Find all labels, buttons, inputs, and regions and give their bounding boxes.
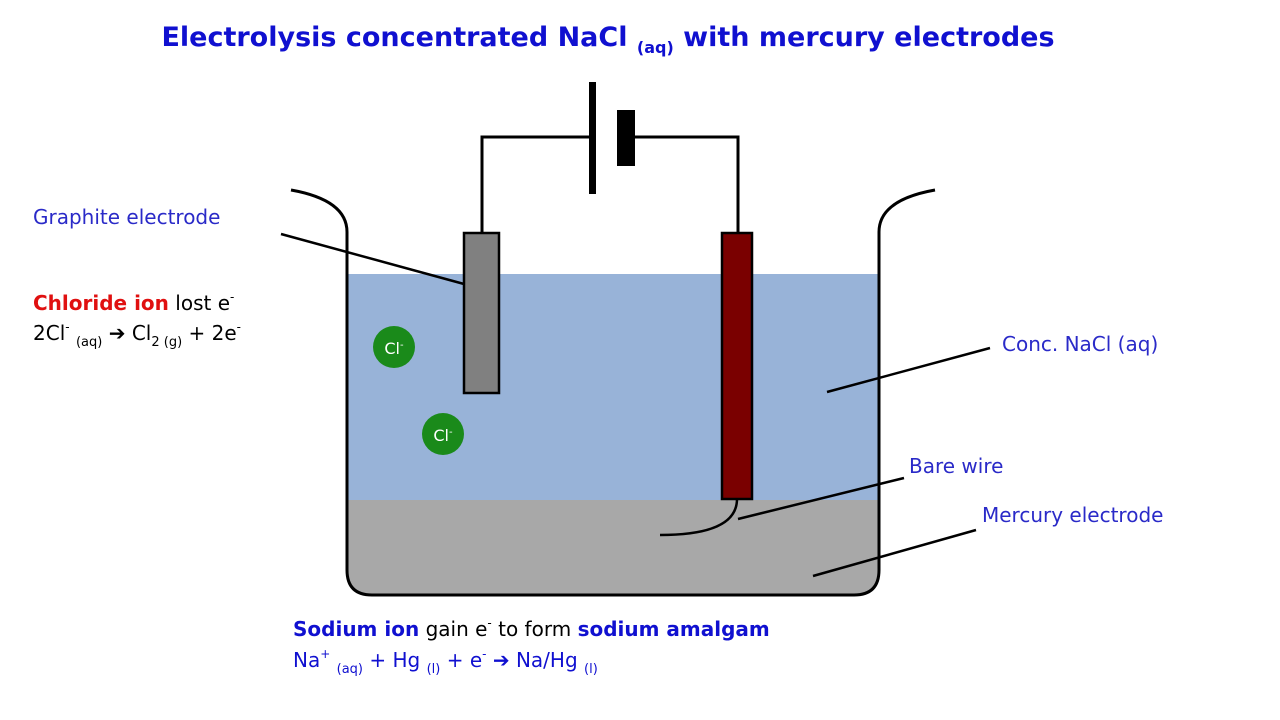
beaker bbox=[290, 188, 936, 597]
arrow-icon: ➔ bbox=[492, 648, 510, 672]
nacl-pointer bbox=[826, 346, 991, 394]
chloride-ion-1 bbox=[373, 326, 415, 368]
battery-short-plate bbox=[617, 110, 635, 166]
chloride-equation: 2Cl- (aq) ➔ Cl2 (g) + 2e- bbox=[33, 320, 242, 350]
sodium-highlight: Sodium ion bbox=[293, 617, 420, 641]
graphite-pointer bbox=[280, 232, 465, 286]
chloride-ion-2-label: Cl- bbox=[433, 426, 453, 445]
amalgam-highlight: sodium amalgam bbox=[577, 617, 770, 641]
chloride-ion-2 bbox=[422, 413, 464, 455]
bare-wire-label: Bare wire bbox=[909, 454, 1004, 478]
mercury-layer bbox=[347, 500, 879, 595]
graphite-electrode bbox=[462, 231, 501, 395]
arrow-icon: ➔ bbox=[108, 321, 126, 345]
title-sub: (aq) bbox=[636, 38, 674, 57]
mercury-electrode-label: Mercury electrode bbox=[982, 503, 1164, 527]
chloride-highlight: Chloride ion bbox=[33, 291, 169, 315]
sodium-equation: Na+ (aq) + Hg (l) + e- ➔ Na/Hg (l) bbox=[293, 647, 598, 677]
battery-long-plate bbox=[589, 82, 596, 194]
chloride-ion-1-label: Cl- bbox=[384, 339, 404, 358]
bare-wire-pointer bbox=[737, 476, 905, 521]
chloride-statement: Chloride ion lost e- bbox=[33, 290, 235, 315]
nacl-label: Conc. NaCl (aq) bbox=[1002, 332, 1159, 356]
sodium-statement: Sodium ion gain e- to form sodium amalga… bbox=[293, 616, 770, 641]
title-rest: with mercury electrodes bbox=[683, 22, 1055, 53]
graphite-electrode-label: Graphite electrode bbox=[33, 205, 221, 229]
circuit-wire-right bbox=[635, 135, 740, 233]
circuit-wire-left bbox=[480, 135, 593, 233]
bare-wire bbox=[659, 498, 739, 537]
mercury-pointer bbox=[812, 528, 977, 578]
page-title: Electrolysis concentrated NaCl (aq) with… bbox=[0, 22, 1216, 57]
bare-wire-electrode bbox=[720, 231, 754, 501]
title-main: Electrolysis concentrated NaCl bbox=[161, 22, 628, 53]
nacl-solution bbox=[347, 274, 879, 500]
